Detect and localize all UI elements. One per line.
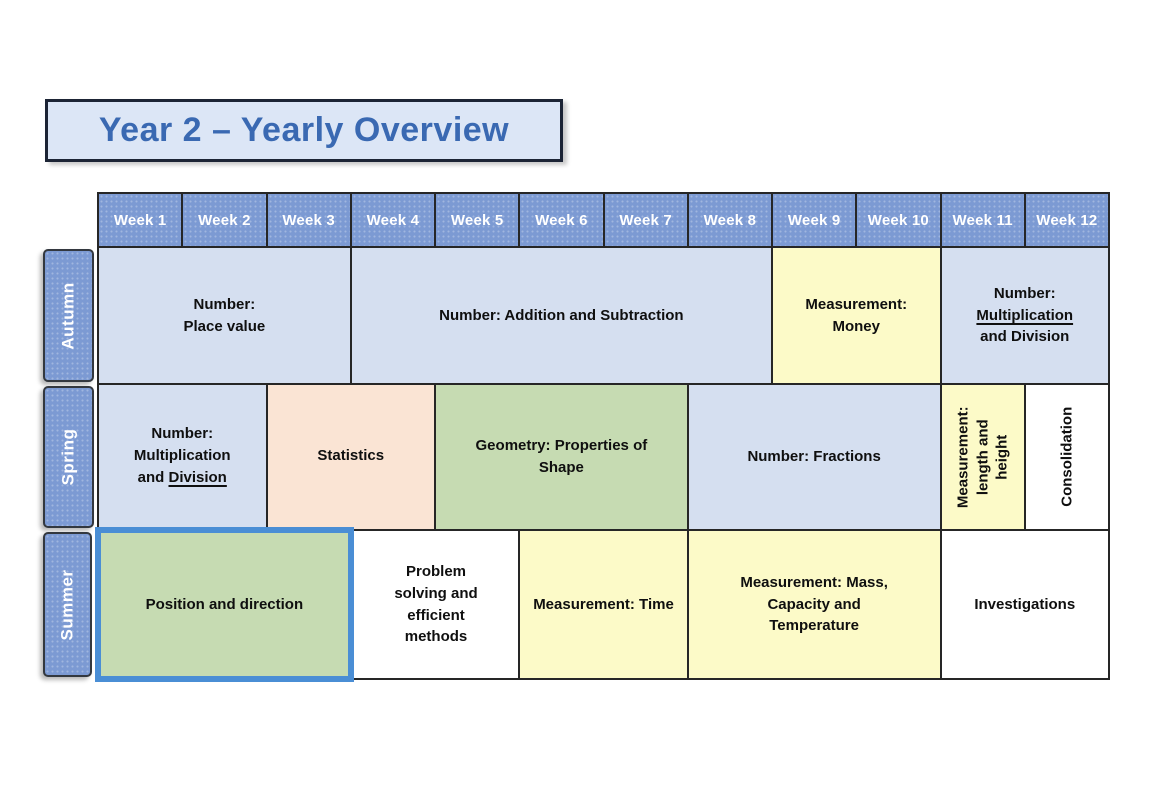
cell-autumn-money: Measurement: Money (771, 246, 942, 385)
week-header-2: Week 2 (181, 192, 268, 248)
rotated-cell-text: Measurement: length and height (954, 406, 1011, 508)
cell-summer-position-direction-highlighted: Position and direction (95, 527, 354, 682)
cell-spring-geometry: Geometry: Properties of Shape (434, 383, 689, 531)
yearly-overview-table: Week 1 Week 2 Week 3 Week 4 Week 5 Week … (42, 192, 1111, 682)
cell-spring-fractions: Number: Fractions (686, 383, 942, 531)
page-title: Year 2 – Yearly Overview (98, 111, 510, 149)
spring-label: Spring (58, 428, 78, 486)
spring-row: Spring Number: Multiplication and Divisi… (42, 383, 1111, 531)
rotated-cell-text: Consolidation (1058, 407, 1076, 507)
cell-spring-multiplication-division: Number: Multiplication and Division (97, 383, 268, 531)
page-title-box: Year 2 – Yearly Overview (45, 99, 563, 162)
cell-autumn-addition-subtraction: Number: Addition and Subtraction (349, 246, 774, 385)
cell-summer-time: Measurement: Time (518, 529, 689, 680)
cell-spring-consolidation: Consolidation (1023, 383, 1111, 531)
week-header-6: Week 6 (518, 192, 605, 248)
week-header-1: Week 1 (96, 192, 184, 248)
week-header-9: Week 9 (770, 192, 858, 248)
summer-row: Summer Position and direction Problem so… (42, 527, 1110, 682)
autumn-row: Autumn Number: Place value Number: Addit… (42, 246, 1110, 385)
week-header-5: Week 5 (433, 192, 521, 248)
week-header-3: Week 3 (265, 192, 352, 248)
week-header-12: Week 12 (1023, 192, 1111, 248)
cell-spring-length-height: Measurement: length and height (939, 383, 1026, 531)
spring-chip: Spring (43, 386, 94, 528)
cell-summer-investigations: Investigations (939, 529, 1110, 680)
week-header-11: Week 11 (939, 192, 1026, 248)
summer-chip: Summer (43, 532, 92, 677)
cell-spring-statistics: Statistics (265, 383, 436, 531)
cell-summer-mass-capacity-temperature: Measurement: Mass, Capacity and Temperat… (686, 529, 942, 680)
cell-autumn-multiplication-division: Number: Multiplication and Division (939, 246, 1110, 385)
cell-autumn-place-value: Number: Place value (97, 246, 352, 385)
week-header-10: Week 10 (855, 192, 942, 248)
term-label-spring: Spring (42, 384, 98, 530)
week-header-row: Week 1 Week 2 Week 3 Week 4 Week 5 Week … (42, 192, 1111, 248)
corner-cell (42, 193, 98, 247)
autumn-label: Autumn (58, 281, 78, 350)
term-label-summer: Summer (42, 530, 98, 679)
cell-summer-problem-solving: Problem solving and efficient methods (349, 529, 521, 680)
term-label-autumn: Autumn (42, 247, 98, 384)
summer-label: Summer (57, 568, 77, 641)
week-header-4: Week 4 (349, 192, 437, 248)
autumn-chip: Autumn (43, 249, 94, 382)
week-header-8: Week 8 (686, 192, 774, 248)
week-header-7: Week 7 (602, 192, 689, 248)
